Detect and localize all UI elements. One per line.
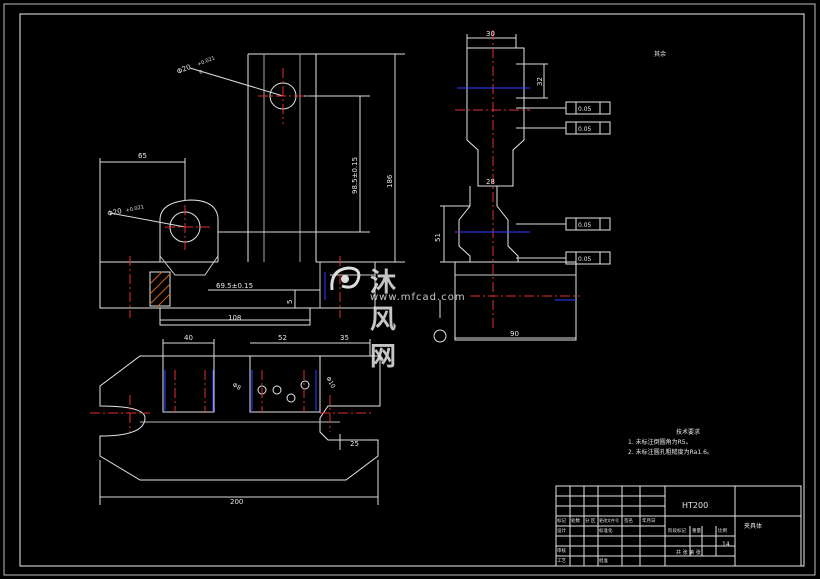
qty: 14 — [722, 541, 730, 548]
tolerance-frames — [565, 101, 611, 265]
dim-hole-top-tol: +0.021 — [197, 55, 216, 67]
stage-label: 阶段标记 — [668, 527, 686, 534]
outer-frame — [3, 3, 816, 576]
dim-98: 98.5±0.15 — [351, 157, 359, 194]
tol-par1: 0.05 — [578, 126, 592, 133]
section-hatch — [149, 271, 171, 307]
inner-frame — [19, 13, 805, 567]
material: HT200 — [682, 501, 708, 510]
dim-52: 52 — [278, 334, 287, 342]
tb-r1-2: 分 区 — [585, 517, 596, 524]
dim-hole-b: Φ10 — [324, 376, 336, 390]
dim-32: 32 — [536, 77, 544, 86]
tb-r4-2: 批准 — [599, 557, 608, 564]
tb-r1-3: 更改文件号 — [599, 517, 619, 523]
ratio-label: 比例 — [718, 527, 727, 534]
dim-40: 40 — [184, 334, 193, 342]
tol-par2: 0.05 — [578, 256, 592, 263]
tb-r1-0: 标记 — [557, 517, 566, 524]
dim-28: 28 — [486, 178, 495, 186]
tech-req-line1: 1. 未标注倒圆角为R5。 — [628, 438, 692, 446]
tb-r4-0: 工艺 — [557, 558, 566, 564]
dim-69: 69.5±0.15 — [216, 282, 253, 290]
dim-30: 30 — [486, 30, 495, 38]
tech-req-title: 技术要求 — [676, 428, 700, 436]
tb-r1-5: 年月日 — [642, 517, 656, 524]
dim-65: 65 — [138, 152, 147, 160]
dim-25: 25 — [350, 440, 359, 448]
dim-35: 35 — [340, 334, 349, 342]
tol-perp2: 0.05 — [578, 222, 592, 229]
weight-label: 重量 — [692, 527, 701, 534]
tb-r3-0: 审核 — [557, 547, 566, 554]
plan-view — [99, 339, 381, 505]
sheets-label: 共 张 第 张 — [676, 549, 701, 556]
dim-hole-top-tol0: 0 — [199, 69, 204, 76]
tb-r2-2: 标准化 — [599, 527, 613, 534]
hidden-lines — [164, 87, 576, 412]
roughness-note: 其余 — [654, 50, 666, 58]
dim-hole-a: Φ8 — [231, 382, 242, 392]
dim-hole-top: Φ20 — [176, 63, 192, 76]
dim-200: 200 — [230, 498, 243, 506]
tech-req-line2: 2. 未标注圆孔粗糙度为Ra1.6。 — [628, 448, 713, 456]
tb-r2-0: 设计 — [557, 527, 566, 534]
part-name: 夹具体 — [744, 522, 762, 530]
dim-5: 5 — [286, 300, 294, 304]
tb-r1-4: 签名 — [624, 517, 633, 524]
dim-hole-left: Φ20 — [107, 207, 123, 218]
side-view — [433, 34, 577, 343]
tol-perp1: 0.05 — [578, 106, 592, 113]
dim-51: 51 — [434, 233, 442, 242]
title-block — [555, 485, 802, 567]
dim-108: 108 — [228, 314, 241, 322]
tb-r1-1: 处数 — [571, 517, 580, 524]
dim-186: 186 — [386, 174, 394, 188]
dim-90: 90 — [510, 330, 519, 338]
dim-hole-left-tol: +0.021 — [125, 204, 144, 214]
